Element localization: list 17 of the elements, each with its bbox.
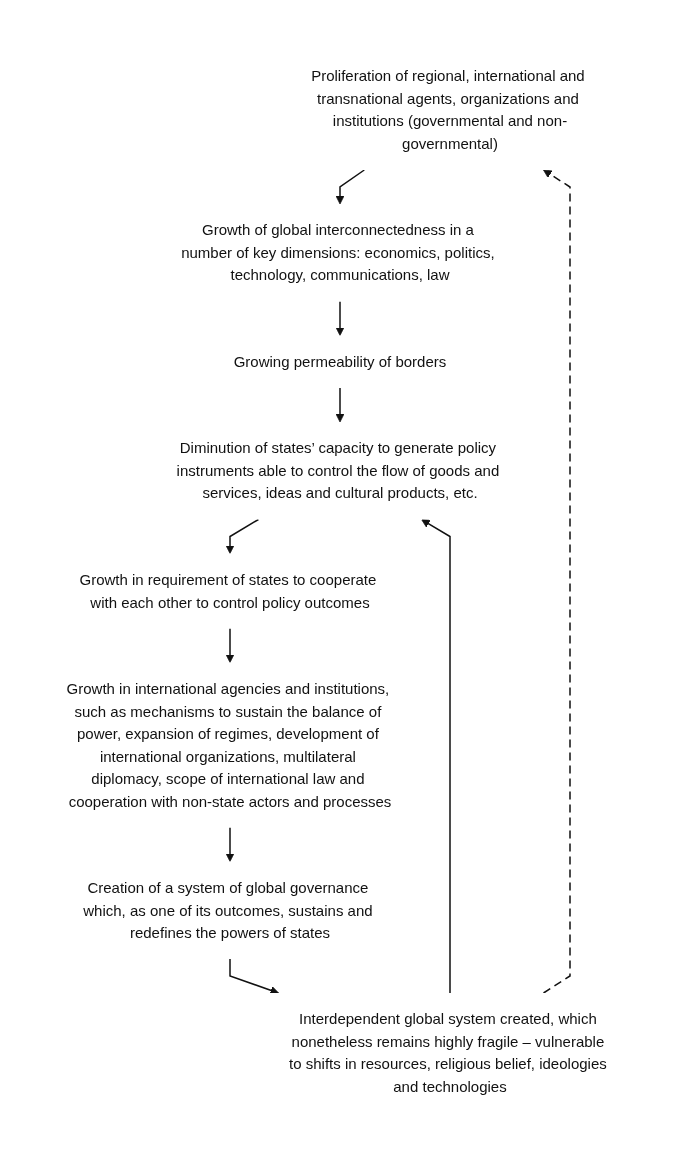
node-text: Proliferation of regional, international and transnational agents, organizations and institutions (governmental and non-governmental) bbox=[311, 67, 585, 152]
arrow bbox=[335, 300, 345, 336]
arrow bbox=[225, 518, 260, 554]
arrow bbox=[335, 169, 366, 205]
arrow bbox=[542, 169, 571, 994]
node-text: Diminution of states’ capacity to generate policy instruments able to control the flow of goods and services, ideas and cultural products, etc. bbox=[176, 439, 500, 501]
node-text: Growth of global interconnectedness in a number of key dimensions: economics, politics, technology, communications, law bbox=[181, 221, 495, 283]
arrow bbox=[421, 519, 451, 994]
node-text: Creation of a system of global governance which, as one of its outcomes, sustains and redefines the powers of states bbox=[83, 878, 373, 941]
node-text: Growing permeability of borders bbox=[233, 352, 447, 370]
arrow bbox=[335, 387, 345, 423]
arrow bbox=[225, 826, 235, 862]
arrow bbox=[225, 627, 235, 663]
arrow bbox=[229, 958, 279, 995]
node-text: Interdependent global system created, which nonetheless remains highly fragile – vulnerable to shifts in resources, religious belief, ideologies and technologies bbox=[289, 1010, 607, 1095]
node-text: Growth in requirement of states to cooperate with each other to control policy outcomes bbox=[79, 570, 377, 610]
node-text: Growth in international agencies and institutions, such as mechanisms to sustain the balance of power, expansion of regimes, development of international organizations, multilateral diplomacy, scope of international law and cooperation with non-state actors and processes bbox=[66, 679, 392, 809]
